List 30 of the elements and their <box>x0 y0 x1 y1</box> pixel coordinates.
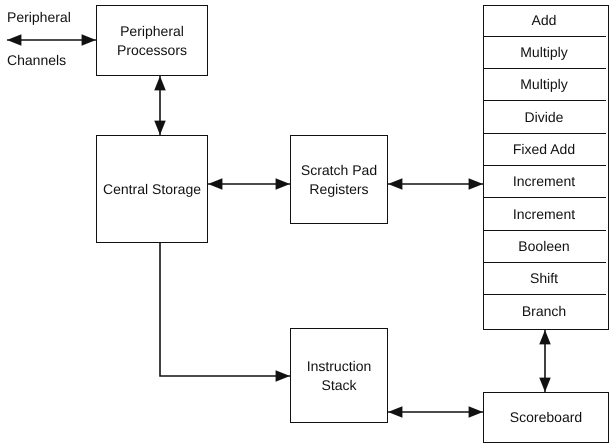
arrow <box>208 178 290 190</box>
node-label: Multiply <box>520 75 568 94</box>
process-box <box>290 135 388 224</box>
node-label: Divide <box>524 108 564 126</box>
arrow <box>154 76 166 135</box>
node-label: Add <box>532 10 556 30</box>
node-label: Channels <box>7 51 66 70</box>
node-label: Booleen <box>518 236 570 256</box>
arrow <box>388 178 483 190</box>
node-label: Branch <box>522 302 566 321</box>
node-label: Increment <box>512 172 576 192</box>
functional-units-box <box>483 5 609 330</box>
node-label: Central Storage <box>102 180 202 198</box>
process-box <box>483 392 609 443</box>
arrow <box>159 243 290 382</box>
node-label: Instruction Stack <box>306 356 372 394</box>
node-label: Scoreboard <box>510 408 582 427</box>
arrow <box>388 406 483 418</box>
node-label: Shift <box>530 269 558 288</box>
arrow <box>539 330 551 392</box>
node-label: Multiply <box>520 43 568 62</box>
process-box <box>290 328 388 423</box>
process-box <box>96 5 208 76</box>
node-label: Increment <box>512 204 576 224</box>
node-label: Scratch Pad Registers <box>300 160 378 198</box>
node-label: Peripheral Processors <box>116 22 188 60</box>
node-label: Fixed Add <box>512 140 576 159</box>
node-label: Peripheral <box>7 8 71 27</box>
process-box <box>96 135 208 243</box>
arrow <box>7 34 96 46</box>
